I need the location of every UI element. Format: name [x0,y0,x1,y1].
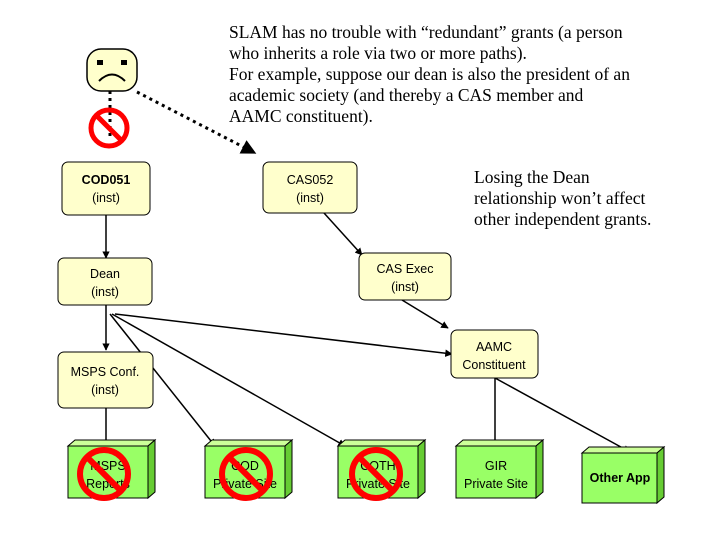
site-gir-line1: GIR [485,459,507,473]
node-aamc-line1: AAMC [476,340,512,354]
no-entry-icon [77,447,131,501]
arrow-person-to-cas052 [136,90,257,155]
node-cas-exec-line2: (inst) [391,280,419,294]
node-dean-line1: Dean [90,267,120,281]
note-line: Losing the Dean [474,167,590,187]
node-cas052[interactable]: CAS052 (inst) [262,161,358,214]
node-cod051-line2: (inst) [92,191,120,205]
node-aamc-line2: Constituent [462,358,526,372]
node-dean[interactable]: Dean (inst) [57,257,153,306]
connectors [102,212,631,453]
node-cod051[interactable]: COD051 (inst) [61,161,151,216]
site-gir[interactable]: GIR Private Site [454,438,545,500]
note-line: who inherits a role via two or more path… [229,43,527,63]
site-other-app[interactable]: Other App [580,445,666,505]
node-cod051-line1: COD051 [82,173,131,187]
note-line: SLAM has no trouble with “redundant” gra… [229,22,623,42]
site-gir-line2: Private Site [464,477,528,491]
node-aamc[interactable]: AAMC Constituent [450,329,539,379]
losing-dean-note: Losing the Dean relationship won’t affec… [474,167,689,230]
note-line: AAMC constituent). [229,106,373,126]
note-line: For example, suppose our dean is also th… [229,64,630,84]
note-line: academic society (and thereby a CAS memb… [229,85,584,105]
no-entry-icon [349,447,403,501]
no-entry-icon [219,447,273,501]
node-cas-exec-line1: CAS Exec [377,262,434,276]
sad-face-icon [86,48,138,140]
node-cas052-line1: CAS052 [287,173,334,187]
node-cas052-line2: (inst) [296,191,324,205]
node-msps-conf[interactable]: MSPS Conf. (inst) [57,351,154,409]
no-entry-icon [88,107,130,149]
node-msps-conf-line1: MSPS Conf. [71,365,140,379]
site-other-app-line1: Other App [590,471,651,485]
note-line: other independent grants. [474,209,652,229]
node-cas-exec[interactable]: CAS Exec (inst) [358,252,452,301]
redundant-grants-note: SLAM has no trouble with “redundant” gra… [229,22,704,127]
note-line: relationship won’t affect [474,188,646,208]
node-msps-conf-line2: (inst) [91,383,119,397]
node-dean-line2: (inst) [91,285,119,299]
